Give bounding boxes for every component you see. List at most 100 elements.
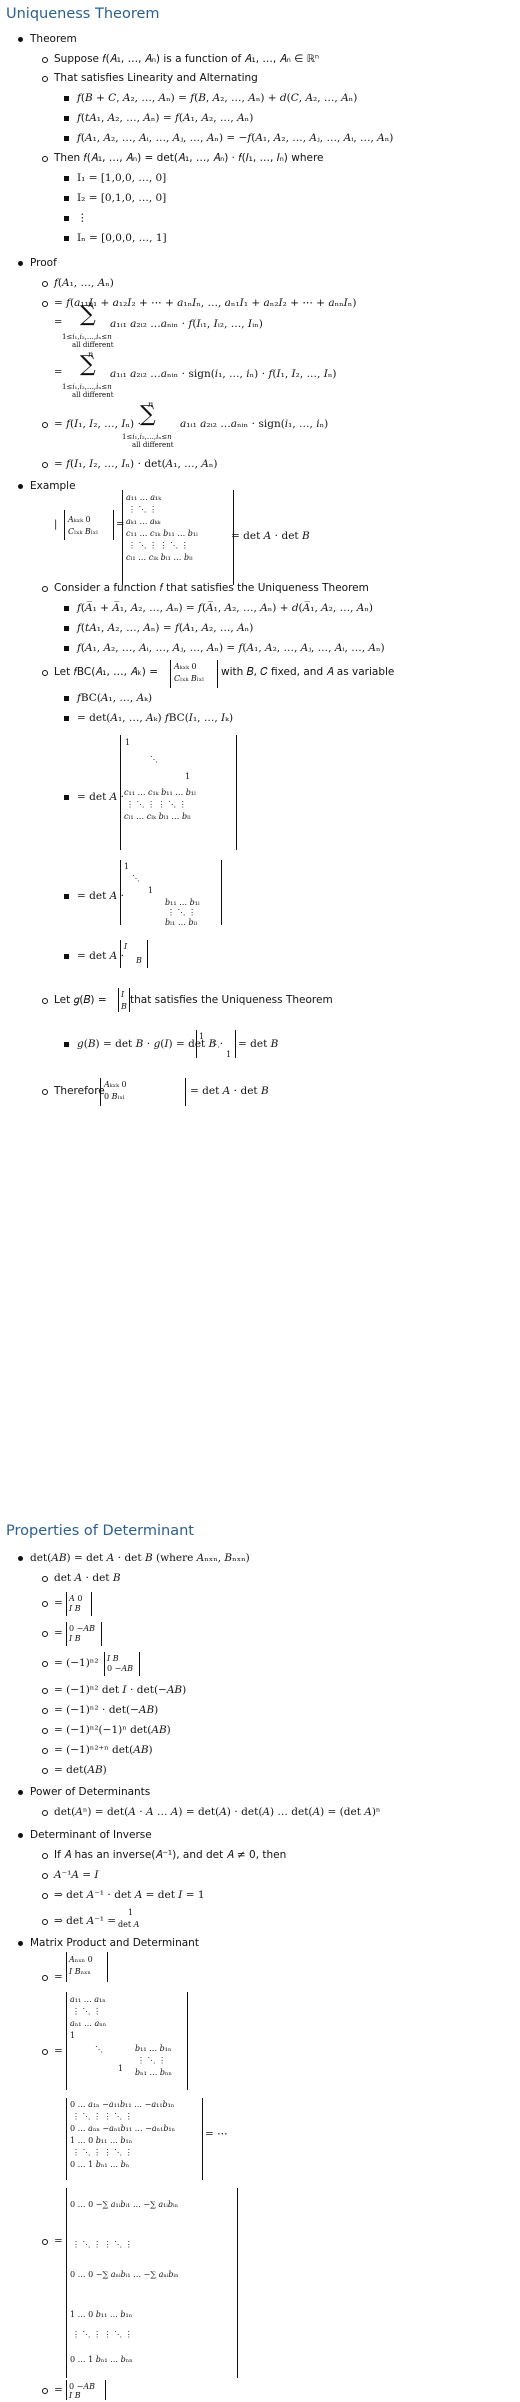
text-line: = ⋯ xyxy=(205,2128,228,2140)
math-symbol: 𝑐₁₁ … 𝑐₁ₖ 𝑏₁₁ … 𝑏₁ₗ xyxy=(124,788,197,797)
sum-lower: 1≤𝑖₁,𝑖₂,…,𝑖ₙ≤𝑛 xyxy=(62,383,112,391)
math-symbol: 0 −𝐴𝐵 xyxy=(69,1624,95,1633)
text-line: = det(𝐴𝐵) xyxy=(54,1764,107,1776)
text-line: 𝐴⁻¹𝐴 = 𝐼 xyxy=(54,1869,99,1881)
math-symbol: 1 xyxy=(226,1050,232,1059)
text-line: Determinant of Inverse xyxy=(30,1829,152,1841)
math-symbol: | xyxy=(54,519,58,530)
expanded-matrix xyxy=(66,2098,203,2180)
bullet-icon xyxy=(42,1748,48,1754)
text-line: Iₙ = [0,0,0, …, 1] xyxy=(77,232,167,244)
bullet-icon xyxy=(64,894,69,899)
text-line: If 𝐴 has an inverse(𝐴⁻¹), and det 𝐴 ≠ 0,… xyxy=(54,1849,287,1861)
block-matrix xyxy=(120,940,148,968)
math-symbol: 𝐼 𝐵 xyxy=(69,2391,81,2400)
math-symbol: 𝐵 xyxy=(136,956,142,965)
expanded-matrix xyxy=(66,2188,238,2378)
bullet-icon xyxy=(64,646,69,651)
bullet-icon xyxy=(18,1833,23,1838)
bullet-icon xyxy=(42,57,48,63)
math-symbol: 1 xyxy=(118,2064,124,2073)
math-symbol: 𝑏₁₁ … 𝑏₁ₙ xyxy=(135,2044,172,2053)
sum-upper: 𝑛 xyxy=(88,300,94,309)
block-matrix xyxy=(104,1652,140,1676)
text-line: I₂ = [0,1,0, …, 0] xyxy=(77,192,167,204)
bullet-icon xyxy=(42,1708,48,1714)
math-symbol: 𝑏ₙ₁ … 𝑏ₙₙ xyxy=(135,2068,172,2077)
expanded-matrix xyxy=(122,490,234,585)
text-line: det 𝐴 ⋅ det 𝐵 xyxy=(54,1572,121,1584)
bullet-icon xyxy=(18,1941,23,1946)
bullet-icon xyxy=(42,281,48,287)
math-symbol: 0 … 0 −∑ 𝑎₁ᵢ𝑏ᵢ₁ … −∑ 𝑎₁ᵢ𝑏ᵢₙ xyxy=(70,2200,179,2209)
math-symbol: 𝑎ₖ₁ … 𝑎ₖₖ xyxy=(126,517,161,526)
block-matrix xyxy=(66,1622,102,1646)
math-symbol: 𝐼 xyxy=(124,942,128,951)
math-symbol: 𝑎₁₁ … 𝑎₁ₙ xyxy=(70,1995,106,2004)
sum-upper: 𝑛 xyxy=(148,400,154,409)
bullet-icon xyxy=(42,1768,48,1774)
bullet-icon xyxy=(18,37,23,42)
bullet-icon xyxy=(42,998,48,1004)
math-symbol: = xyxy=(116,519,125,530)
text-line: = det 𝐴 ⋅ det 𝐵 xyxy=(231,530,310,542)
text-line: 𝑓(𝐴̅₁ + 𝐴̅₁, 𝐴₂, …, 𝐴ₙ) = 𝑓(𝐴̅₁, 𝐴₂, …, … xyxy=(77,602,373,614)
bullet-icon xyxy=(42,1631,48,1637)
text-line: I₁ = [1,0,0, …, 0] xyxy=(77,172,167,184)
math-symbol: 𝑏ₗ₁ … 𝑏ₗₗ xyxy=(165,918,198,927)
math-symbol: 𝐴ₖₓₖ 0 xyxy=(68,515,91,524)
sum-lower-note: all different xyxy=(132,441,174,449)
math-symbol: 0 −𝐴𝐵 xyxy=(69,2382,95,2391)
text-line: 𝑓(𝑡𝐴₁, 𝐴₂, …, 𝐴ₙ) = 𝑓(𝐴₁, 𝐴₂, …, 𝐴ₙ) xyxy=(77,112,254,124)
text-line: Matrix Product and Determinant xyxy=(30,1937,199,1949)
text-line: = det 𝐴 ⋅ xyxy=(77,791,125,803)
text-line: 𝑓(𝐵 + 𝐶, 𝐴₂, …, 𝐴ₙ) = 𝑓(𝐵, 𝐴₂, …, 𝐴ₙ) + … xyxy=(77,92,358,104)
text-line: = det(𝐴₁, …, 𝐴ₖ) 𝑓BC(𝐼₁, …, 𝐼ₖ) xyxy=(77,712,234,724)
bullet-icon xyxy=(42,1688,48,1694)
bullet-icon xyxy=(64,196,69,201)
math-symbol: 0 … 𝑎₁ₙ −𝑎₁₁𝑏₁₁ … −𝑎₁₁𝑏₁ₙ xyxy=(70,2100,175,2109)
math-symbol: 0 … 1 𝑏ₙ₁ … 𝑏ₙₙ xyxy=(70,2355,133,2364)
bullet-icon xyxy=(42,1919,48,1925)
bullet-icon xyxy=(64,606,69,611)
sum-lower: 1≤𝑖₁,𝑖₂,…,𝑖ₙ≤𝑛 xyxy=(122,433,172,441)
math-symbol: 1 … 0 𝑏₁₁ … 𝑏₁ₙ xyxy=(70,2310,133,2319)
bullet-icon xyxy=(64,116,69,121)
text-line: = det 𝐵 xyxy=(238,1038,279,1050)
text-line: 𝑓(𝑡𝐴₁, 𝐴₂, …, 𝐴ₙ) = 𝑓(𝐴₁, 𝐴₂, …, 𝐴ₙ) xyxy=(77,622,254,634)
text-line: det(𝐴ⁿ) = det(𝐴 ⋅ 𝐴 … 𝐴) = det(𝐴) ⋅ det(… xyxy=(54,1806,381,1818)
bullet-icon xyxy=(42,1576,48,1582)
identity-block-matrix xyxy=(120,860,222,925)
math-symbol: 0 … 0 −∑ 𝑎ₙᵢ𝑏ᵢ₁ … −∑ 𝑎ₙᵢ𝑏ᵢₙ xyxy=(70,2270,179,2279)
text-line: = det 𝐴 ⋅ xyxy=(77,950,125,962)
bullet-icon xyxy=(42,586,48,592)
math-symbol: ⋮ ⋱ ⋮ ⋮ ⋱ ⋮ xyxy=(72,2330,133,2339)
bullet-icon xyxy=(18,1556,23,1561)
text-line: ⇒ det 𝐴⁻¹ ⋅ det 𝐴 = det 𝐼 = 1 xyxy=(54,1889,205,1901)
math-symbol: 𝑐₁₁ … 𝑐₁ₖ 𝑏₁₁ … 𝑏₁ₗ xyxy=(126,529,199,538)
text-line: 𝑓(𝐴₁, 𝐴₂, …, 𝐴ᵢ, …, 𝐴ⱼ, …, 𝐴ₙ) = −𝑓(𝐴₁, … xyxy=(77,132,394,144)
sum-symbol: ∑ xyxy=(140,402,156,427)
bullet-icon xyxy=(42,422,48,428)
sum-symbol: ∑ xyxy=(80,352,96,377)
math-symbol: 𝑎ₙ₁ … 𝑎ₙₙ xyxy=(70,2019,107,2028)
text-line: = det 𝐴 ⋅ xyxy=(77,890,125,902)
math-symbol: 𝐴 0 xyxy=(69,1594,83,1603)
text-line: = xyxy=(54,1971,63,1983)
bullet-icon xyxy=(42,76,48,82)
bullet-icon xyxy=(42,1853,48,1859)
section-title-properties: Properties of Determinant xyxy=(6,1523,194,1539)
math-symbol: 𝐵 xyxy=(121,1002,127,1011)
math-symbol: 0 … 1 𝑏ₙ₁ … 𝑏ₙ xyxy=(70,2160,130,2169)
math-symbol: = xyxy=(54,367,63,378)
bullet-icon xyxy=(42,1893,48,1899)
block-matrix xyxy=(64,510,114,540)
bullet-icon xyxy=(42,156,48,162)
math-symbol: 𝐴ₖₓₖ 0 xyxy=(104,1080,127,1089)
text-line: ⇒ det 𝐴⁻¹ = xyxy=(54,1915,117,1927)
text-line: 𝑓BC(𝐴₁, …, 𝐴ₖ) xyxy=(77,692,153,704)
text-line: Power of Determinants xyxy=(30,1786,151,1798)
identity-block-matrix xyxy=(120,735,237,850)
text-line: = 𝑓(𝐼₁, 𝐼₂, …, 𝐼ₙ) ⋅ det(𝐴₁, …, 𝐴ₙ) xyxy=(54,458,218,470)
math-symbol: ⋱ xyxy=(212,1040,220,1049)
